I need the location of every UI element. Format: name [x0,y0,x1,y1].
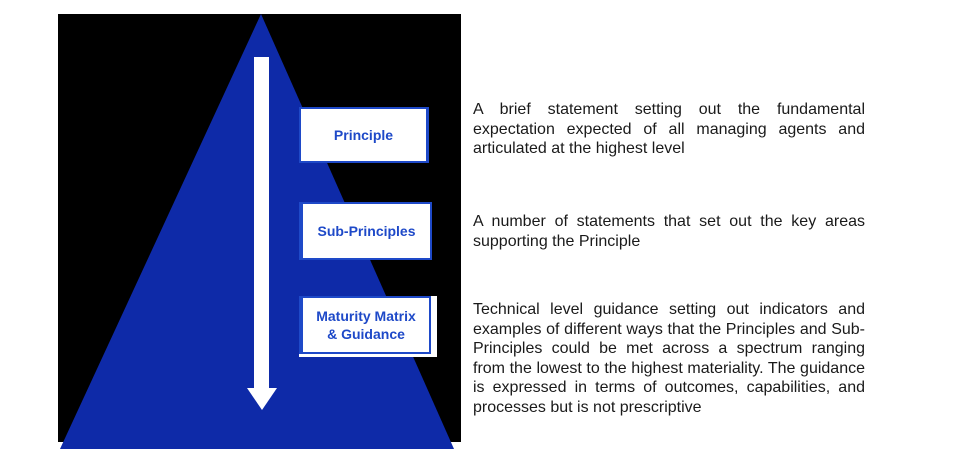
description-sub-principles: A number of statements that set out the … [473,213,865,250]
description-principle: A brief statement setting out the fundam… [473,101,865,157]
down-arrow-head-icon [247,388,277,410]
level-box-principle: Principle [299,107,429,163]
down-arrow-shaft [254,57,269,388]
level-box-maturity-matrix: Maturity Matrix & Guidance [299,296,437,357]
level-label-sub-principles: Sub-Principles [317,223,416,239]
level-label-principle: Principle [333,127,394,143]
level-box-maturity-matrix-inner: Maturity Matrix & Guidance [299,296,431,354]
level-box-sub-principles: Sub-Principles [299,202,432,260]
description-maturity-matrix: Technical level guidance setting out ind… [473,301,865,416]
level-label-maturity-matrix: Maturity Matrix & Guidance [316,308,416,342]
